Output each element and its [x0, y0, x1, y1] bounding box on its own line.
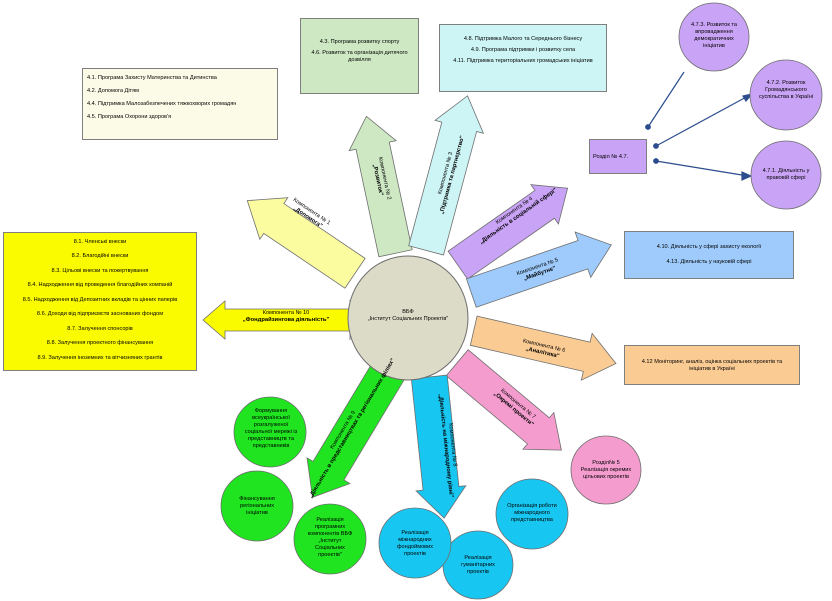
circle-471	[750, 140, 822, 210]
arrow-comp9	[306, 355, 408, 498]
connector-dot	[653, 158, 659, 164]
monitoring-box: 4.12 Моніторинг, аналіз, оцінка соціальн…	[624, 345, 800, 385]
circle-regional-programs-label: Реалізація програмних компонентів ВБФ „І…	[307, 517, 353, 558]
fundraising-list-box: 8.1. Членські внески 8.2. Благодійні вне…	[3, 232, 197, 371]
circle-regional-programs	[293, 503, 367, 575]
program-maternity-line: 4.2. Допомога Дітям	[87, 87, 139, 94]
arrow-comp7	[445, 349, 562, 451]
fundraising-line: 8.4. Надходження від проведення благодій…	[27, 282, 173, 289]
section-47-box: Розділ № 4.7.	[589, 139, 647, 174]
program-sport-line: 4.3. Програма розвитку спорту	[319, 39, 400, 45]
fundraising-line: 8.3. Цільові внески та пожертвування	[51, 267, 149, 274]
arrow-comp1	[246, 197, 366, 289]
program-business-line: 4.9. Програма підтримки і розвитку села	[470, 46, 576, 53]
circle-humanitarian-label: Реалізація гуманітарних проектів	[461, 555, 495, 575]
fundraising-line: 8.7. Залучення спонсорів	[67, 325, 133, 332]
center-label: ВБФ „Інститут Соціальних Проектів"	[358, 309, 458, 323]
connector-to-471	[655, 160, 749, 177]
ecology-line: 4.10. Діяльність у сфері захисту екологі…	[656, 244, 762, 250]
program-business-box: 4.8. Підтримка Малого та Середнього бізн…	[439, 24, 607, 92]
circle-ukraine-network	[233, 396, 307, 468]
arrow-comp5	[465, 231, 612, 308]
program-sport-line: 4.6. Розвиток та організація дитячого до…	[311, 49, 408, 63]
circle-473	[678, 2, 750, 72]
fundraising-line: 8.8. Залучення проектного фінансування	[46, 340, 154, 347]
comp10-title: „Фондрайзингова діяльність"	[242, 317, 330, 324]
ecology-box: 4.10. Діяльність у сфері захисту екологі…	[624, 231, 794, 279]
circle-473-label: 4.7.3. Розвиток та впровадження демократ…	[691, 22, 737, 49]
center-circle	[347, 255, 469, 381]
circle-472	[749, 59, 823, 131]
program-business-line: 4.11. Підтримка територіальних громадськ…	[453, 57, 593, 64]
circle-471-label: 4.7.1. Діяльність у правовій сфері	[762, 168, 810, 181]
program-business-line: 4.8. Підтримка Малого та Середнього бізн…	[463, 36, 583, 42]
circle-section5-label: Розділ№ 5 Реалізація окремих цільових пр…	[580, 460, 632, 480]
section-47-connectors	[645, 71, 754, 181]
program-maternity-line: 4.5. Програма Охорони здоров'я	[87, 113, 172, 120]
arrow-comp3	[408, 95, 485, 256]
arrow-comp2	[348, 115, 413, 258]
circle-regional-financing-label: Фінансування регіональних ініціатив	[239, 496, 275, 516]
fundraising-line: 8.9. Залучення іноземних та вітчизняних …	[37, 354, 163, 361]
comp10-label: Компонента № 10 „Фондрайзингова діяльніс…	[222, 310, 350, 325]
section-47-label: Розділ № 4.7.	[593, 154, 629, 160]
circle-intl-fund-label: Реалізація міжнародних фондоймових проек…	[396, 530, 434, 557]
fundraising-line: 8.2. Благодійні внески	[71, 253, 129, 260]
connector-dot	[653, 143, 659, 149]
fundraising-line: 8.1. Членські внески	[73, 239, 127, 245]
arrow-comp4	[447, 184, 569, 280]
program-maternity-line: 4.4. Підтримка Малозабезпечених тяжкохво…	[87, 100, 237, 107]
fundraising-line: 8.6. Доходи від підприємств заснованих ф…	[36, 311, 164, 318]
connector-to-473	[647, 71, 685, 128]
circle-intl-fund	[378, 507, 452, 579]
program-sport-box: 4.3. Програма розвитку спорту 4.6. Розви…	[300, 18, 419, 94]
center-line1: ВБФ	[402, 309, 414, 315]
program-maternity-line: 4.1. Програма Захисту Материнства та Дит…	[87, 75, 217, 81]
connector-to-472	[655, 94, 751, 147]
center-line2: „Інститут Соціальних Проектів"	[367, 315, 449, 322]
circle-regional-financing	[220, 470, 294, 542]
arrow-comp6	[469, 315, 617, 381]
fundraising-line: 8.5. Надходження від Депозитних вкладів …	[22, 296, 178, 303]
circle-ukraine-network-label: Формування всеукраїнської розгалуженої с…	[244, 408, 298, 449]
program-maternity-box: 4.1. Програма Захисту Материнства та Дит…	[82, 68, 278, 140]
connector-arrowhead	[741, 171, 753, 181]
circle-section5	[570, 435, 642, 505]
ecology-line: 4.13. Діяльність у науковій сфері	[666, 258, 752, 265]
circle-472-label: 4.7.2. Розвиток Громадянського суспільст…	[758, 80, 814, 100]
circle-org-intl-label: Організація роботи міжнародного представ…	[507, 503, 557, 523]
comp10-number: Компонента № 10	[262, 310, 310, 316]
arrow-comp8	[410, 374, 467, 519]
circle-org-intl	[495, 478, 569, 550]
monitoring-line: 4.12 Моніторинг, аналіз, оцінка соціальн…	[641, 359, 783, 372]
connector-dot	[645, 124, 651, 130]
